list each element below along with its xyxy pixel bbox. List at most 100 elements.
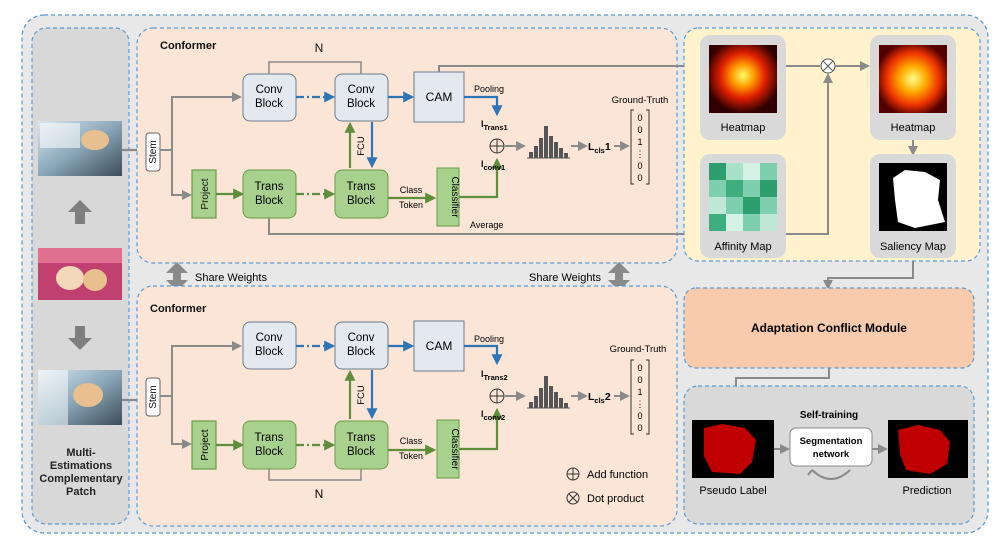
left-label-line-3: Complementary [39,473,123,485]
legend: Add function Dot product [566,467,648,505]
svg-text:1: 1 [637,137,642,147]
class-token-bottom-line2: Token [399,451,423,461]
patch-image-bottom [38,370,122,425]
trans-block-1-bottom-line2: Block [255,446,283,458]
legend-dot: Dot product [587,493,644,505]
cam-bottom: CAM [426,339,453,353]
conv-block-2-top-line2: Block [347,98,375,110]
trans-block-2-bottom-line1: Trans [347,432,376,444]
patch-image-top [38,121,122,176]
l-trans1: lTrans1 [481,119,508,132]
conv-block-1-top-line1: Conv [256,84,283,96]
stem-top: Stem [148,140,159,163]
histogram-top [527,126,570,159]
svg-text:0: 0 [637,375,642,385]
acm-title: Adaptation Conflict Module [751,321,907,335]
cam-top: CAM [426,90,453,104]
pooling-top: Pooling [474,84,504,94]
loss-bottom: Lcls2 [588,391,611,405]
patch-image-middle [38,248,122,300]
conformer-bottom-n-label: N [315,487,324,501]
heatmap-image-1 [709,45,777,113]
affinity-map-image [709,163,777,231]
fcu-bottom: FCU [356,385,367,405]
fcu-top: FCU [356,136,367,156]
svg-text:Share Weights: Share Weights [529,272,601,284]
project-bottom: Project [200,429,211,460]
class-token-bottom-line1: Class [400,436,423,446]
conformer-top-n-label: N [315,41,324,55]
pseudo-label-text: Pseudo Label [699,485,766,497]
trans-block-2-bottom-line2: Block [347,446,375,458]
svg-text:1: 1 [637,387,642,397]
svg-text:0: 0 [637,161,642,171]
left-panel-label: Multi- Estimations Complementary Patch [39,447,123,498]
classifier-bottom: Classifier [449,428,460,470]
self-training-title: Self-training [800,410,858,421]
svg-text:⋮: ⋮ [636,399,645,409]
svg-text:0: 0 [637,113,642,123]
stem-bottom: Stem [148,385,159,408]
classifier-top: Classifier [449,176,460,218]
ground-truth-top: Ground-Truth [612,95,669,106]
heatmap-image-2 [879,45,947,113]
self-training-panel: Self-training Pseudo Label Segmentation … [683,385,975,525]
left-label-line-4: Patch [66,486,96,498]
histogram-bottom [527,376,570,409]
trans-block-1-top-line2: Block [255,195,283,207]
left-label-line-1: Multi- [66,447,96,459]
svg-text:⋮: ⋮ [636,149,645,159]
share-weights-right: Share Weights [529,262,630,291]
pseudo-label-image [692,420,774,478]
gt-vector-bottom: 0 0 1 ⋮ 0 0 [636,363,645,433]
down-arrow-icon [68,326,92,350]
trans-block-2-top-line1: Trans [347,181,376,193]
heatmap-label-1: Heatmap [721,122,766,134]
svg-text:0: 0 [637,125,642,135]
conv-block-2-bottom-line2: Block [347,346,375,358]
share-weights-left: Share Weights [166,262,267,291]
legend-add: Add function [587,469,648,481]
l-conv1: lconv1 [481,159,505,172]
class-token-top-line2: Token [399,200,423,210]
left-label-line-2: Estimations [50,460,112,472]
l-conv2: lconv2 [481,409,505,422]
svg-text:0: 0 [637,411,642,421]
conv-block-1-top-line2: Block [255,98,283,110]
svg-text:0: 0 [637,173,642,183]
svg-text:0: 0 [637,423,642,433]
conv-block-1-bottom-line2: Block [255,346,283,358]
l-trans2: lTrans2 [481,369,508,382]
gt-vector-top: 0 0 1 ⋮ 0 0 [636,113,645,183]
affinity-map-label: Affinity Map [714,241,771,253]
seg-network-line1: Segmentation [800,436,863,447]
prediction-image [888,420,968,478]
dot-product-icon [566,491,580,505]
trans-block-1-bottom-line1: Trans [255,432,284,444]
seg-network-line2: network [813,449,850,460]
svg-text:0: 0 [637,363,642,373]
conformer-top-title: Conformer [160,40,217,52]
conformer-bottom-title: Conformer [150,303,207,315]
up-arrow-icon [68,200,92,224]
class-token-top-line1: Class [400,185,423,195]
saliency-map-image [879,163,947,231]
conformer-bottom: Conformer Stem Project Conv Block Conv B… [136,285,678,527]
prediction-text: Prediction [903,485,952,497]
svg-text:Share Weights: Share Weights [195,272,267,284]
average-label: Average [470,220,503,230]
right-panel-maps: Heatmap Heatmap Affinity Map [683,27,981,262]
heatmap-label-2: Heatmap [891,122,936,134]
conv-block-2-bottom-line1: Conv [348,332,375,344]
saliency-map-label: Saliency Map [880,241,946,253]
conformer-top: Conformer N Stem Project Conv Block Conv… [136,27,707,264]
acm-panel: Adaptation Conflict Module [683,287,975,369]
ground-truth-bottom: Ground-Truth [610,344,667,355]
conv-block-2-top-line1: Conv [348,84,375,96]
trans-block-1-top-line1: Trans [255,181,284,193]
loss-top: Lcls1 [588,141,611,155]
trans-block-2-top-line2: Block [347,195,375,207]
conv-block-1-bottom-line1: Conv [256,332,283,344]
pooling-bottom: Pooling [474,334,504,344]
